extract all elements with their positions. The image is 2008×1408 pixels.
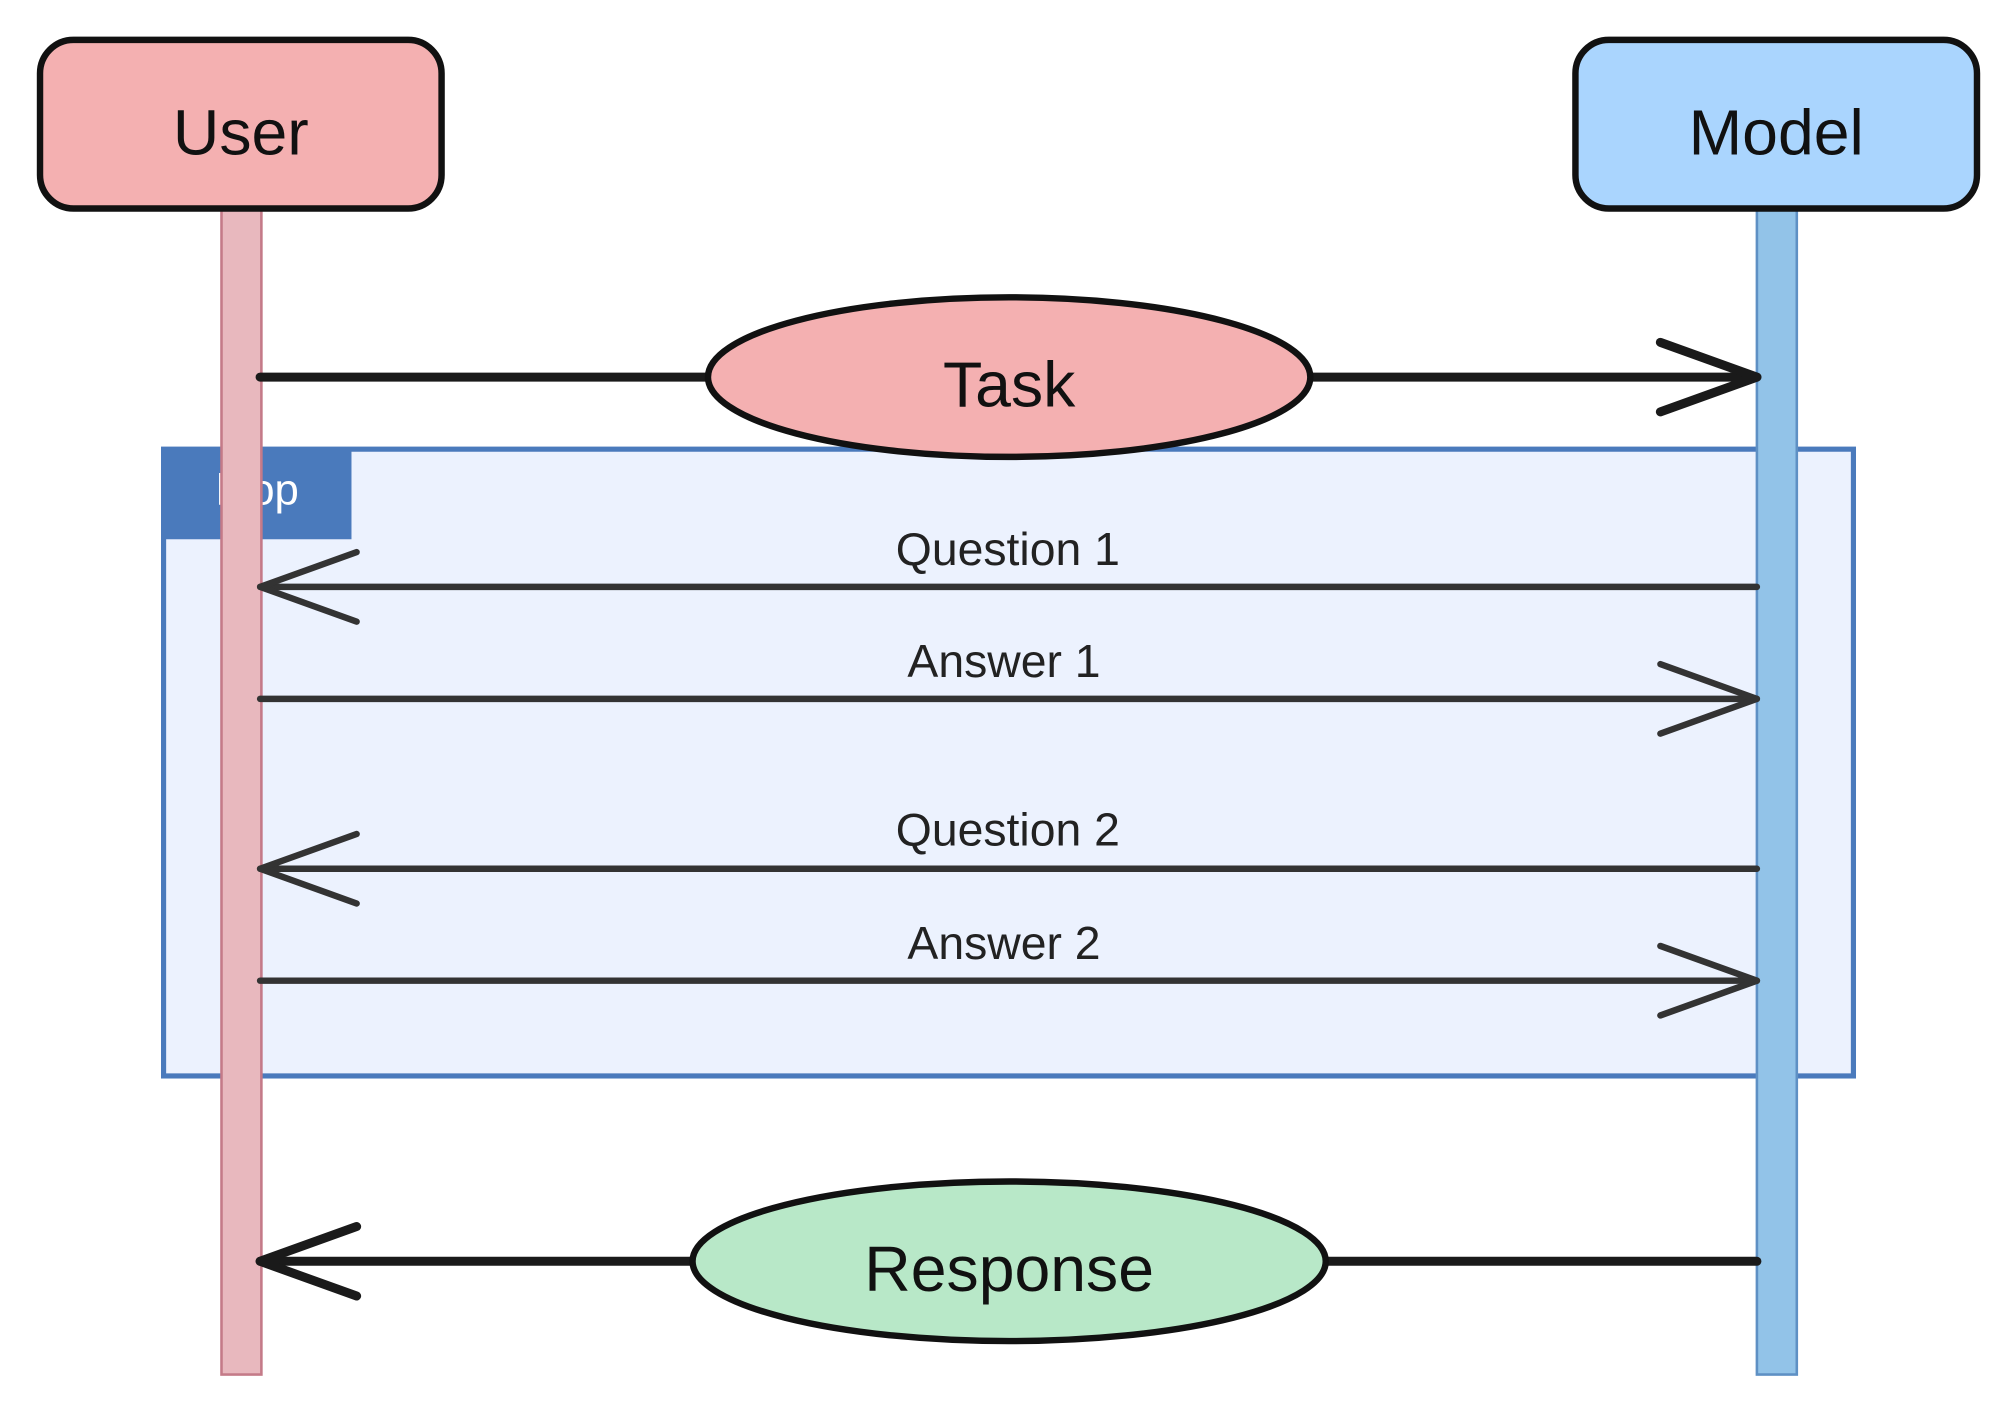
arrowhead-left-icon bbox=[255, 1222, 362, 1301]
message-response-label: Response bbox=[864, 1233, 1154, 1305]
participant-user: User bbox=[36, 36, 445, 212]
message-answer-2: Answer 2 bbox=[256, 917, 1761, 1019]
message-response-ellipse bbox=[689, 1178, 1329, 1345]
message-question-1-label: Question 1 bbox=[896, 523, 1120, 575]
message-answer-1-label: Answer 1 bbox=[907, 635, 1100, 687]
model-lifeline bbox=[1755, 207, 1799, 1376]
message-answer-2-label: Answer 2 bbox=[907, 917, 1100, 969]
message-response: Response bbox=[255, 1178, 1762, 1345]
arrowhead-left-icon bbox=[256, 830, 360, 907]
arrowhead-right-icon bbox=[1657, 942, 1761, 1019]
message-question-1: Question 1 bbox=[256, 523, 1761, 625]
message-question-2: Question 2 bbox=[256, 804, 1761, 907]
arrowhead-right-icon bbox=[1655, 337, 1762, 417]
message-task-label: Task bbox=[943, 349, 1076, 421]
message-task-ellipse bbox=[704, 294, 1314, 461]
participant-model-box bbox=[1572, 36, 1981, 212]
loop-frame: loop bbox=[161, 446, 1857, 1079]
message-answer-1: Answer 1 bbox=[256, 635, 1761, 737]
arrowhead-right-icon bbox=[1657, 660, 1761, 737]
loop-box bbox=[161, 446, 1857, 1079]
participant-user-label: User bbox=[173, 96, 309, 168]
message-task: Task bbox=[255, 294, 1762, 461]
participant-model-label: Model bbox=[1689, 96, 1864, 168]
participant-model: Model bbox=[1572, 36, 1981, 212]
message-question-2-label: Question 2 bbox=[896, 804, 1120, 856]
user-lifeline bbox=[220, 207, 263, 1376]
participant-user-box bbox=[36, 36, 445, 212]
arrowhead-left-icon bbox=[256, 548, 360, 625]
